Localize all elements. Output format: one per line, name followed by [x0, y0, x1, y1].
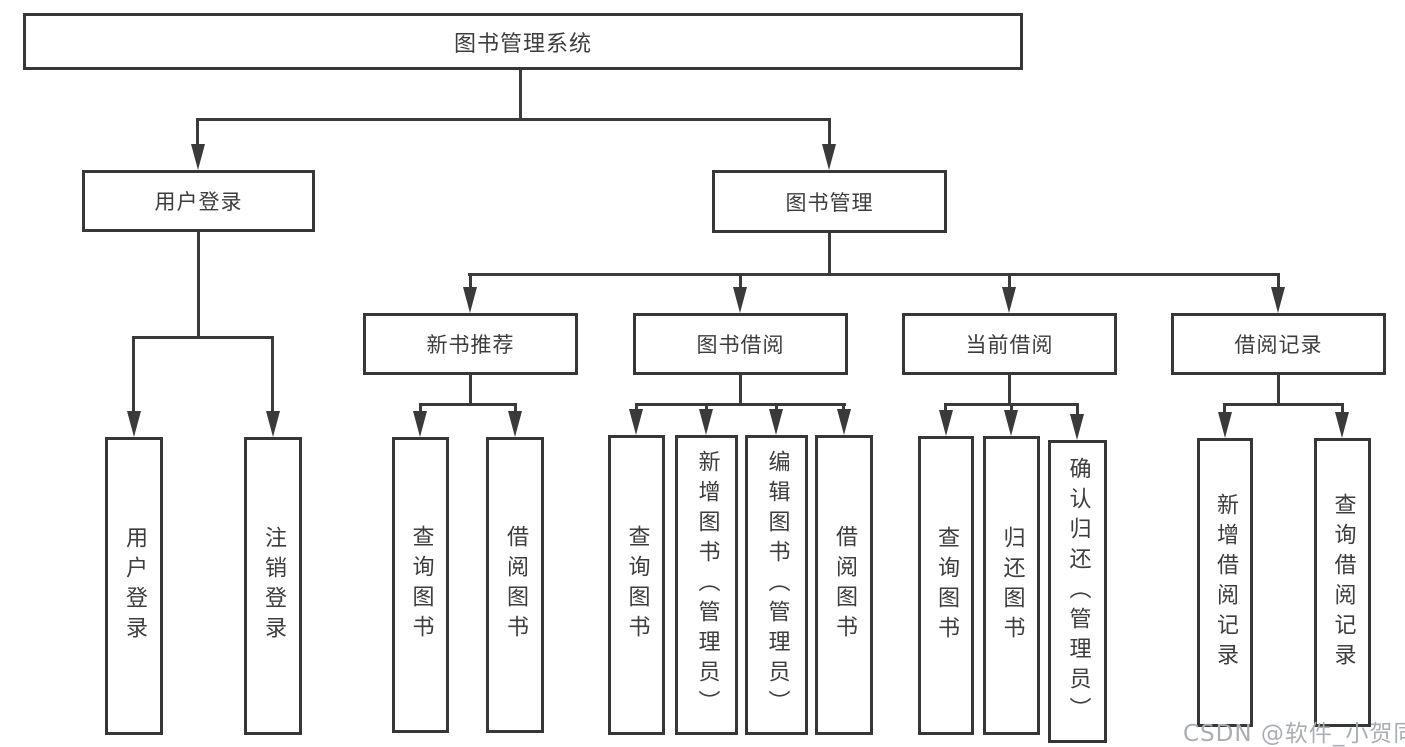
- connector-level1-hbar: [196, 118, 831, 121]
- node-user-login: 用户登录: [82, 170, 315, 232]
- node-root: 图书管理系统: [23, 13, 1023, 70]
- node-leaf-bb-borrow-books: 借阅图书: [815, 435, 873, 735]
- arrowhead-br-leaf1: [1218, 412, 1232, 438]
- node-leaf-bb-query-books-label: 查询图书: [624, 525, 650, 645]
- connector-login-leaf2-stem: [271, 336, 274, 413]
- node-leaf-cb-query-books: 查询图书: [918, 436, 974, 735]
- arrowhead-br-leaf2: [1335, 412, 1349, 438]
- node-leaf-bb-edit-books-admin: 编辑图书（管理员）: [745, 435, 808, 735]
- arrowhead-user-login: [191, 144, 205, 170]
- connector-book-borrow-hbar: [635, 403, 846, 406]
- node-leaf-nbr-borrow-books-label: 借阅图书: [503, 525, 528, 645]
- node-leaf-br-query-record: 查询借阅记录: [1314, 438, 1371, 727]
- arrowhead-bb-leaf3: [769, 409, 783, 435]
- connector-book-mgmt-stem: [828, 118, 831, 146]
- connector-current-borrow-down: [1008, 375, 1011, 406]
- connector-current-borrow-stem: [1008, 273, 1011, 289]
- connector-bb-leaf1-stem: [635, 403, 638, 411]
- node-leaf-nbr-query-books-label: 查询图书: [408, 525, 434, 645]
- arrowhead-login-leaf2: [266, 411, 280, 437]
- connector-borrow-records-down: [1277, 375, 1280, 406]
- connector-user-login-stem: [196, 118, 199, 146]
- arrowhead-cb-leaf2: [1004, 410, 1018, 436]
- connector-login-leaf1-stem: [132, 336, 135, 413]
- node-leaf-nbr-borrow-books: 借阅图书: [486, 437, 544, 733]
- connector-book-borrow-down: [739, 375, 742, 406]
- connector-new-book-stem: [469, 273, 472, 289]
- node-leaf-user-login: 用户登录: [105, 437, 163, 735]
- connector-borrow-record-stem: [1277, 273, 1280, 289]
- node-new-book-recommend-label: 新书推荐: [426, 333, 515, 357]
- node-leaf-cb-confirm-return-admin-label: 确认归还（管理员）: [1065, 456, 1091, 727]
- node-leaf-br-query-record-label: 查询借阅记录: [1330, 492, 1356, 673]
- connector-root-stem: [519, 68, 522, 120]
- node-user-login-label: 用户登录: [154, 190, 243, 214]
- connector-user-login-down: [197, 232, 200, 339]
- connector-br-leaf1-stem: [1223, 403, 1226, 413]
- node-leaf-cb-query-books-label: 查询图书: [934, 525, 959, 646]
- node-leaf-bb-add-books-admin: 新增图书（管理员）: [675, 435, 738, 735]
- arrowhead-bb-leaf2: [699, 409, 713, 435]
- node-leaf-br-add-record: 新增借阅记录: [1197, 438, 1253, 727]
- node-new-book-recommend: 新书推荐: [363, 313, 578, 375]
- node-leaf-logout: 注销登录: [244, 437, 302, 735]
- node-leaf-br-add-record-label: 新增借阅记录: [1213, 492, 1238, 673]
- connector-nbr-leaf1-stem: [419, 403, 422, 413]
- arrowhead-book-mgmt: [822, 144, 836, 170]
- arrowhead-borrow-record: [1271, 287, 1285, 313]
- watermark: CSDN @软件_小贺同学: [1183, 721, 1405, 747]
- node-borrow-records: 借阅记录: [1171, 313, 1386, 375]
- node-leaf-bb-add-books-admin-label: 新增图书（管理员）: [694, 450, 720, 720]
- node-leaf-logout-label: 注销登录: [261, 526, 286, 646]
- connector-bb-leaf3-stem: [775, 403, 778, 411]
- node-root-label: 图书管理系统: [453, 31, 592, 57]
- arrowhead-cb-leaf1: [939, 410, 953, 436]
- connector-book-borrow-stem: [739, 273, 742, 289]
- node-current-borrow: 当前借阅: [902, 313, 1117, 375]
- node-book-borrow: 图书借阅: [633, 313, 848, 375]
- node-leaf-cb-return-books: 归还图书: [983, 436, 1040, 735]
- arrowhead-login-leaf1: [127, 411, 141, 437]
- arrowhead-cb-leaf3: [1070, 414, 1084, 440]
- connector-book-mgmt-down: [828, 233, 831, 276]
- connector-bb-leaf4-stem: [842, 403, 845, 411]
- node-book-mgmt: 图书管理: [712, 170, 947, 233]
- node-leaf-user-login-label: 用户登录: [122, 526, 147, 646]
- node-leaf-bb-edit-books-admin-label: 编辑图书（管理员）: [764, 450, 790, 720]
- arrowhead-new-book: [463, 287, 477, 313]
- node-leaf-nbr-query-books: 查询图书: [392, 437, 449, 733]
- node-current-borrow-label: 当前借阅: [965, 333, 1054, 357]
- connector-nbr-leaf2-stem: [514, 403, 517, 413]
- node-leaf-bb-borrow-books-label: 借阅图书: [832, 525, 857, 645]
- node-book-borrow-label: 图书借阅: [696, 333, 785, 357]
- connector-new-book-hbar: [419, 403, 517, 406]
- arrowhead-current-borrow: [1002, 287, 1016, 313]
- arrowhead-book-borrow: [733, 287, 747, 313]
- connector-bb-leaf2-stem: [705, 403, 708, 411]
- connector-cb-leaf3-stem: [1076, 403, 1079, 414]
- connector-user-login-hbar: [132, 336, 274, 339]
- arrowhead-nbr-leaf1: [413, 411, 427, 437]
- connector-cb-leaf1-stem: [944, 403, 947, 412]
- arrowhead-nbr-leaf2: [508, 411, 522, 437]
- arrowhead-bb-leaf4: [837, 409, 851, 435]
- connector-cb-leaf2-stem: [1010, 403, 1013, 412]
- node-leaf-cb-return-books-label: 归还图书: [999, 525, 1025, 646]
- connector-borrow-records-hbar: [1223, 403, 1344, 406]
- node-borrow-records-label: 借阅记录: [1234, 333, 1323, 357]
- connector-new-book-down: [469, 375, 472, 406]
- connector-level2-hbar: [468, 273, 1280, 276]
- connector-br-leaf2-stem: [1341, 403, 1344, 413]
- node-leaf-bb-query-books: 查询图书: [608, 435, 665, 735]
- arrowhead-bb-leaf1: [629, 409, 643, 435]
- node-leaf-cb-confirm-return-admin: 确认归还（管理员）: [1048, 440, 1107, 743]
- node-book-mgmt-label: 图书管理: [785, 190, 874, 215]
